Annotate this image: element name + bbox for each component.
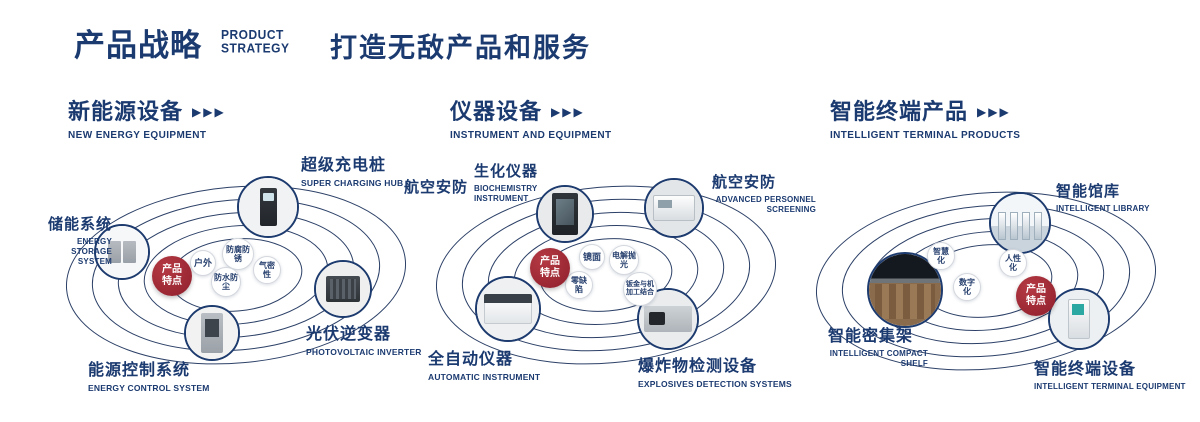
feature-bubble-digital: 数字化 xyxy=(953,273,981,301)
intelligent-library-circle xyxy=(989,192,1051,254)
label-intelligent-library: 智能馆库 INTELLIGENT LIBRARY xyxy=(1056,180,1150,214)
product-name: 智能终端设备 xyxy=(1034,361,1137,378)
product-name: 智能馆库 xyxy=(1056,183,1121,200)
energy-control-image xyxy=(186,307,238,359)
product-name-en: SUPER CHARGING HUB xyxy=(301,178,404,188)
product-features-badge: 产品特点 xyxy=(152,256,192,296)
page-tagline: 打造无敌产品和服务 xyxy=(330,33,591,63)
product-name-en: ADVANCED PERSONNEL SCREENING xyxy=(715,195,816,214)
label-personnel-screening: 航空安防 ADVANCED PERSONNEL SCREENING xyxy=(712,171,816,215)
label-explosives-detection: 爆炸物检测设备 EXPLOSIVES DETECTION SYSTEMS xyxy=(638,352,792,389)
section-header-intelligent-terminals: 智能终端产品 ▶▶▶ INTELLIGENT TERMINAL PRODUCTS xyxy=(830,94,1020,141)
label-photovoltaic-inverter: 光伏逆变器 PHOTOVOLTAIC INVERTER xyxy=(306,320,422,357)
triple-arrow-icon: ▶▶▶ xyxy=(551,104,585,119)
label-energy-storage: 储能系统 ENERGY STORAGE SYSTEM xyxy=(38,213,112,267)
label-super-charging-hub: 超级充电桩 SUPER CHARGING HUB xyxy=(301,151,403,188)
product-name-en: INTELLIGENT TERMINAL EQUIPMENT xyxy=(1034,382,1186,391)
photovoltaic-inverter-image xyxy=(316,262,370,316)
feature-bubble-waterproof: 防水防尘 xyxy=(211,267,241,297)
product-name-en: INTELLIGENT LIBRARY xyxy=(1056,204,1150,213)
super-charging-hub-circle xyxy=(237,176,299,238)
feature-bubble-anticorrosion: 防腐防锈 xyxy=(222,238,254,270)
product-name: 爆炸物检测设备 xyxy=(638,358,758,375)
product-name-en: ENERGY STORAGE SYSTEM xyxy=(71,237,112,266)
page-title-en: PRODUCT STRATEGY xyxy=(221,28,289,55)
product-name-en: INTELLIGENT COMPACT SHELF xyxy=(829,349,928,368)
energy-storage-image xyxy=(96,226,148,278)
feature-bubble-humanized: 人性化 xyxy=(999,249,1027,277)
automatic-instrument-circle xyxy=(475,276,541,342)
feature-bubble-airtightness: 气密性 xyxy=(253,256,281,284)
product-name: 超级充电桩 xyxy=(301,157,387,174)
automatic-instrument-image xyxy=(477,278,539,340)
product-name-en: BIOCHEMISTRY INSTRUMENT xyxy=(474,184,538,203)
section-subtitle: NEW ENERGY EQUIPMENT xyxy=(68,130,207,141)
personnel-screening-image xyxy=(646,180,702,236)
page-title: 产品战略 xyxy=(74,28,202,63)
section-title: 新能源设备 xyxy=(68,99,184,124)
intelligent-terminal-image xyxy=(1050,290,1108,348)
product-name: 储能系统 xyxy=(47,216,112,233)
label-intelligent-compact-shelf: 智能密集架 INTELLIGENT COMPACT SHELF xyxy=(828,322,940,369)
label-intelligent-terminal: 智能终端设备 INTELLIGENT TERMINAL EQUIPMENT xyxy=(1034,355,1186,392)
product-name: 航空安防 xyxy=(404,179,469,196)
section-subtitle: INSTRUMENT AND EQUIPMENT xyxy=(450,130,612,141)
product-name: 能源控制系统 xyxy=(88,362,191,379)
feature-bubble-mirror: 镜面 xyxy=(579,244,605,270)
section-title: 智能终端产品 xyxy=(830,99,969,124)
feature-bubble-zero-defect: 零缺陷 xyxy=(565,271,593,299)
triple-arrow-icon: ▶▶▶ xyxy=(192,104,226,119)
explosives-detection-image xyxy=(639,290,697,348)
product-name: 航空安防 xyxy=(712,174,777,191)
product-name: 生化仪器 xyxy=(474,163,539,180)
biochemistry-instrument-image xyxy=(538,187,592,241)
feature-bubble-intelligent: 智慧化 xyxy=(927,242,955,270)
super-charging-hub-image xyxy=(239,178,297,236)
biochemistry-instrument-circle xyxy=(536,185,594,243)
personnel-screening-circle xyxy=(644,178,704,238)
product-features-badge-label: 产品特点 xyxy=(1026,284,1046,307)
product-name-en: EXPLOSIVES DETECTION SYSTEMS xyxy=(638,379,792,389)
intelligent-compact-shelf-image xyxy=(869,254,941,326)
energy-storage-circle xyxy=(94,224,150,280)
label-energy-control: 能源控制系统 ENERGY CONTROL SYSTEM xyxy=(88,356,210,393)
feature-bubble-outdoor: 户外 xyxy=(190,250,216,276)
product-features-badge: 产品特点 xyxy=(530,248,570,288)
feature-bubble-electropolish: 电解抛光 xyxy=(609,245,639,275)
product-name-en: ENERGY CONTROL SYSTEM xyxy=(88,383,210,393)
explosives-detection-circle xyxy=(637,288,699,350)
energy-control-circle xyxy=(184,305,240,361)
intelligent-terminal-circle xyxy=(1048,288,1110,350)
section-header-new-energy: 新能源设备 ▶▶▶ NEW ENERGY EQUIPMENT xyxy=(68,94,226,141)
label-aviation-security-left: 航空安防 xyxy=(404,176,468,197)
triple-arrow-icon: ▶▶▶ xyxy=(977,104,1011,119)
label-automatic-instrument: 全自动仪器 AUTOMATIC INSTRUMENT xyxy=(428,345,540,382)
product-name: 全自动仪器 xyxy=(428,351,514,368)
product-name-en: PHOTOVOLTAIC INVERTER xyxy=(306,347,422,357)
label-biochemistry-instrument: 生化仪器 BIOCHEMISTRY INSTRUMENT xyxy=(474,160,552,204)
product-features-badge-label: 产品特点 xyxy=(162,264,182,287)
section-subtitle: INTELLIGENT TERMINAL PRODUCTS xyxy=(830,130,1021,141)
section-header-instruments: 仪器设备 ▶▶▶ INSTRUMENT AND EQUIPMENT xyxy=(450,94,611,141)
product-features-badge-label: 产品特点 xyxy=(540,256,560,279)
intelligent-library-image xyxy=(991,194,1049,252)
feature-bubble-sheet-metal: 钣金与机加工结合 xyxy=(623,272,657,306)
product-name: 智能密集架 xyxy=(828,328,914,345)
page-title-en-line2: STRATEGY xyxy=(221,40,290,56)
section-title: 仪器设备 xyxy=(450,99,543,124)
page-title-en-line1: PRODUCT xyxy=(221,27,284,42)
product-name: 光伏逆变器 xyxy=(306,326,392,343)
intelligent-compact-shelf-circle xyxy=(867,252,943,328)
product-features-badge: 产品特点 xyxy=(1016,276,1056,316)
photovoltaic-inverter-circle xyxy=(314,260,372,318)
product-name-en: AUTOMATIC INSTRUMENT xyxy=(428,372,541,382)
